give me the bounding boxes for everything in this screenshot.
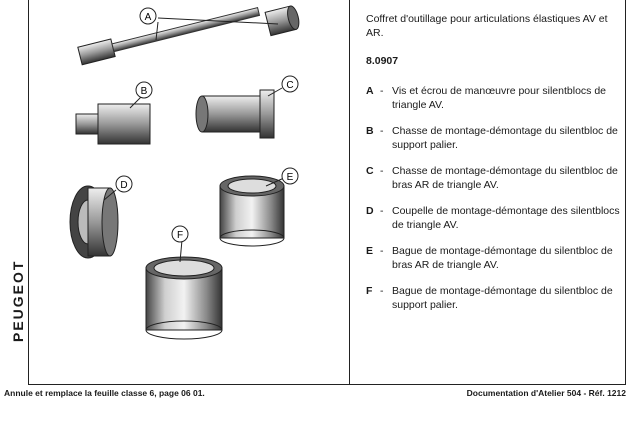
item-key: B (366, 125, 374, 137)
tool-e-ring: E (219, 167, 299, 247)
item-c: C - Chasse de montage-démontage du silen… (366, 164, 622, 192)
footer-note: Annule et remplace la feuille classe 6, … (4, 388, 205, 398)
item-text: Bague de montage-démontage du silentbloc… (392, 285, 613, 311)
callout-e: E (287, 172, 294, 183)
item-dash: - (380, 245, 384, 257)
callout-c: C (286, 80, 293, 91)
item-text: Vis et écrou de manœuvre pour silentbloc… (392, 85, 606, 111)
item-key: E (366, 245, 374, 257)
callout-b: B (141, 86, 148, 97)
item-d: D - Coupelle de montage-démontage des si… (366, 204, 622, 232)
item-key: A (366, 85, 374, 97)
callout-f: F (177, 230, 183, 241)
item-e: E - Bague de montage-démontage du silent… (366, 244, 622, 272)
tools-illustration: A B C D (30, 0, 348, 383)
kit-reference: 8.0907 (366, 55, 399, 67)
item-dash: - (380, 125, 384, 137)
callout-a: A (145, 12, 152, 23)
item-text: Coupelle de montage-démontage des silent… (392, 205, 620, 231)
item-a: A - Vis et écrou de manœuvre pour silent… (366, 84, 622, 112)
tool-c-drift: C (195, 75, 299, 139)
description-panel: Coffret d'outillage pour articulations é… (366, 12, 622, 324)
callout-d: D (120, 180, 127, 191)
brand-label: PEUGEOT (10, 259, 26, 342)
item-text: Chasse de montage-démontage du silentblo… (392, 125, 618, 151)
item-text: Bague de montage-démontage du silentbloc… (392, 245, 613, 271)
item-dash: - (380, 85, 384, 97)
item-f: F - Bague de montage-démontage du silent… (366, 284, 622, 312)
tool-d-cup: D (69, 175, 133, 259)
frame-right-border (625, 0, 626, 384)
item-text: Chasse de montage-démontage du silentblo… (392, 165, 618, 191)
item-key: D (366, 205, 374, 217)
tool-b-drift: B (75, 81, 153, 145)
item-b: B - Chasse de montage-démontage du silen… (366, 124, 622, 152)
item-dash: - (380, 285, 384, 297)
item-key: C (366, 165, 374, 177)
frame-bottom-border (28, 384, 626, 385)
item-dash: - (380, 205, 384, 217)
tool-f-ring: F (145, 225, 223, 340)
column-divider (349, 0, 350, 384)
kit-title: Coffret d'outillage pour articulations é… (366, 13, 608, 39)
footer-reference: Documentation d'Atelier 504 - Réf. 1212 (466, 388, 626, 398)
item-dash: - (380, 165, 384, 177)
item-key: F (366, 285, 373, 297)
tool-a-screw: A (77, 5, 300, 66)
frame-left-border (28, 0, 29, 384)
